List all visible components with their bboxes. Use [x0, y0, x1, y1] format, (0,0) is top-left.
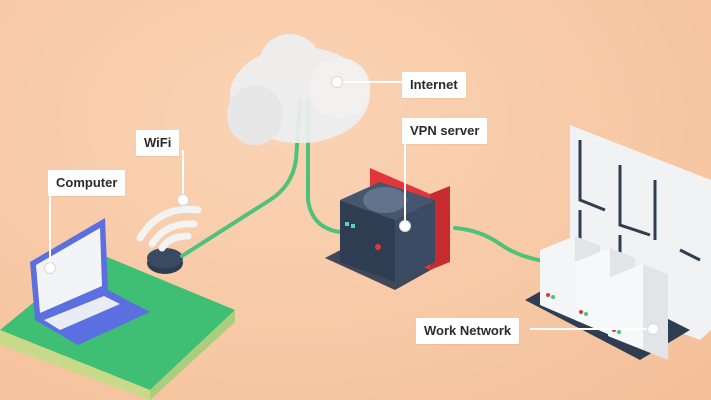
vpn-leader-line	[404, 138, 406, 224]
cable-internet-vpn	[306, 98, 342, 234]
work-network-label: Work Network	[416, 318, 520, 344]
cloud-icon	[227, 34, 370, 145]
wifi-marker	[177, 194, 189, 206]
work-network-icon	[525, 125, 711, 360]
laptop-icon	[30, 218, 150, 345]
computer-leader-line	[49, 190, 51, 265]
network-cables	[180, 98, 552, 264]
vpn-server-icon	[325, 168, 450, 290]
work-network-leader-line	[530, 328, 650, 330]
vpn-marker	[399, 220, 411, 232]
internet-leader-line	[340, 81, 402, 83]
computer-marker	[44, 262, 56, 274]
vpn-server-label: VPN server	[402, 118, 488, 144]
internet-marker	[331, 76, 343, 88]
wifi-label: WiFi	[136, 130, 180, 156]
wifi-router-icon	[136, 205, 202, 274]
wifi-leader-line	[182, 150, 184, 198]
internet-label: Internet	[402, 72, 466, 98]
cable-vpn-work	[453, 226, 552, 264]
computer-label: Computer	[48, 170, 126, 196]
work-network-marker	[647, 323, 659, 335]
cable-wifi-internet	[180, 98, 302, 258]
